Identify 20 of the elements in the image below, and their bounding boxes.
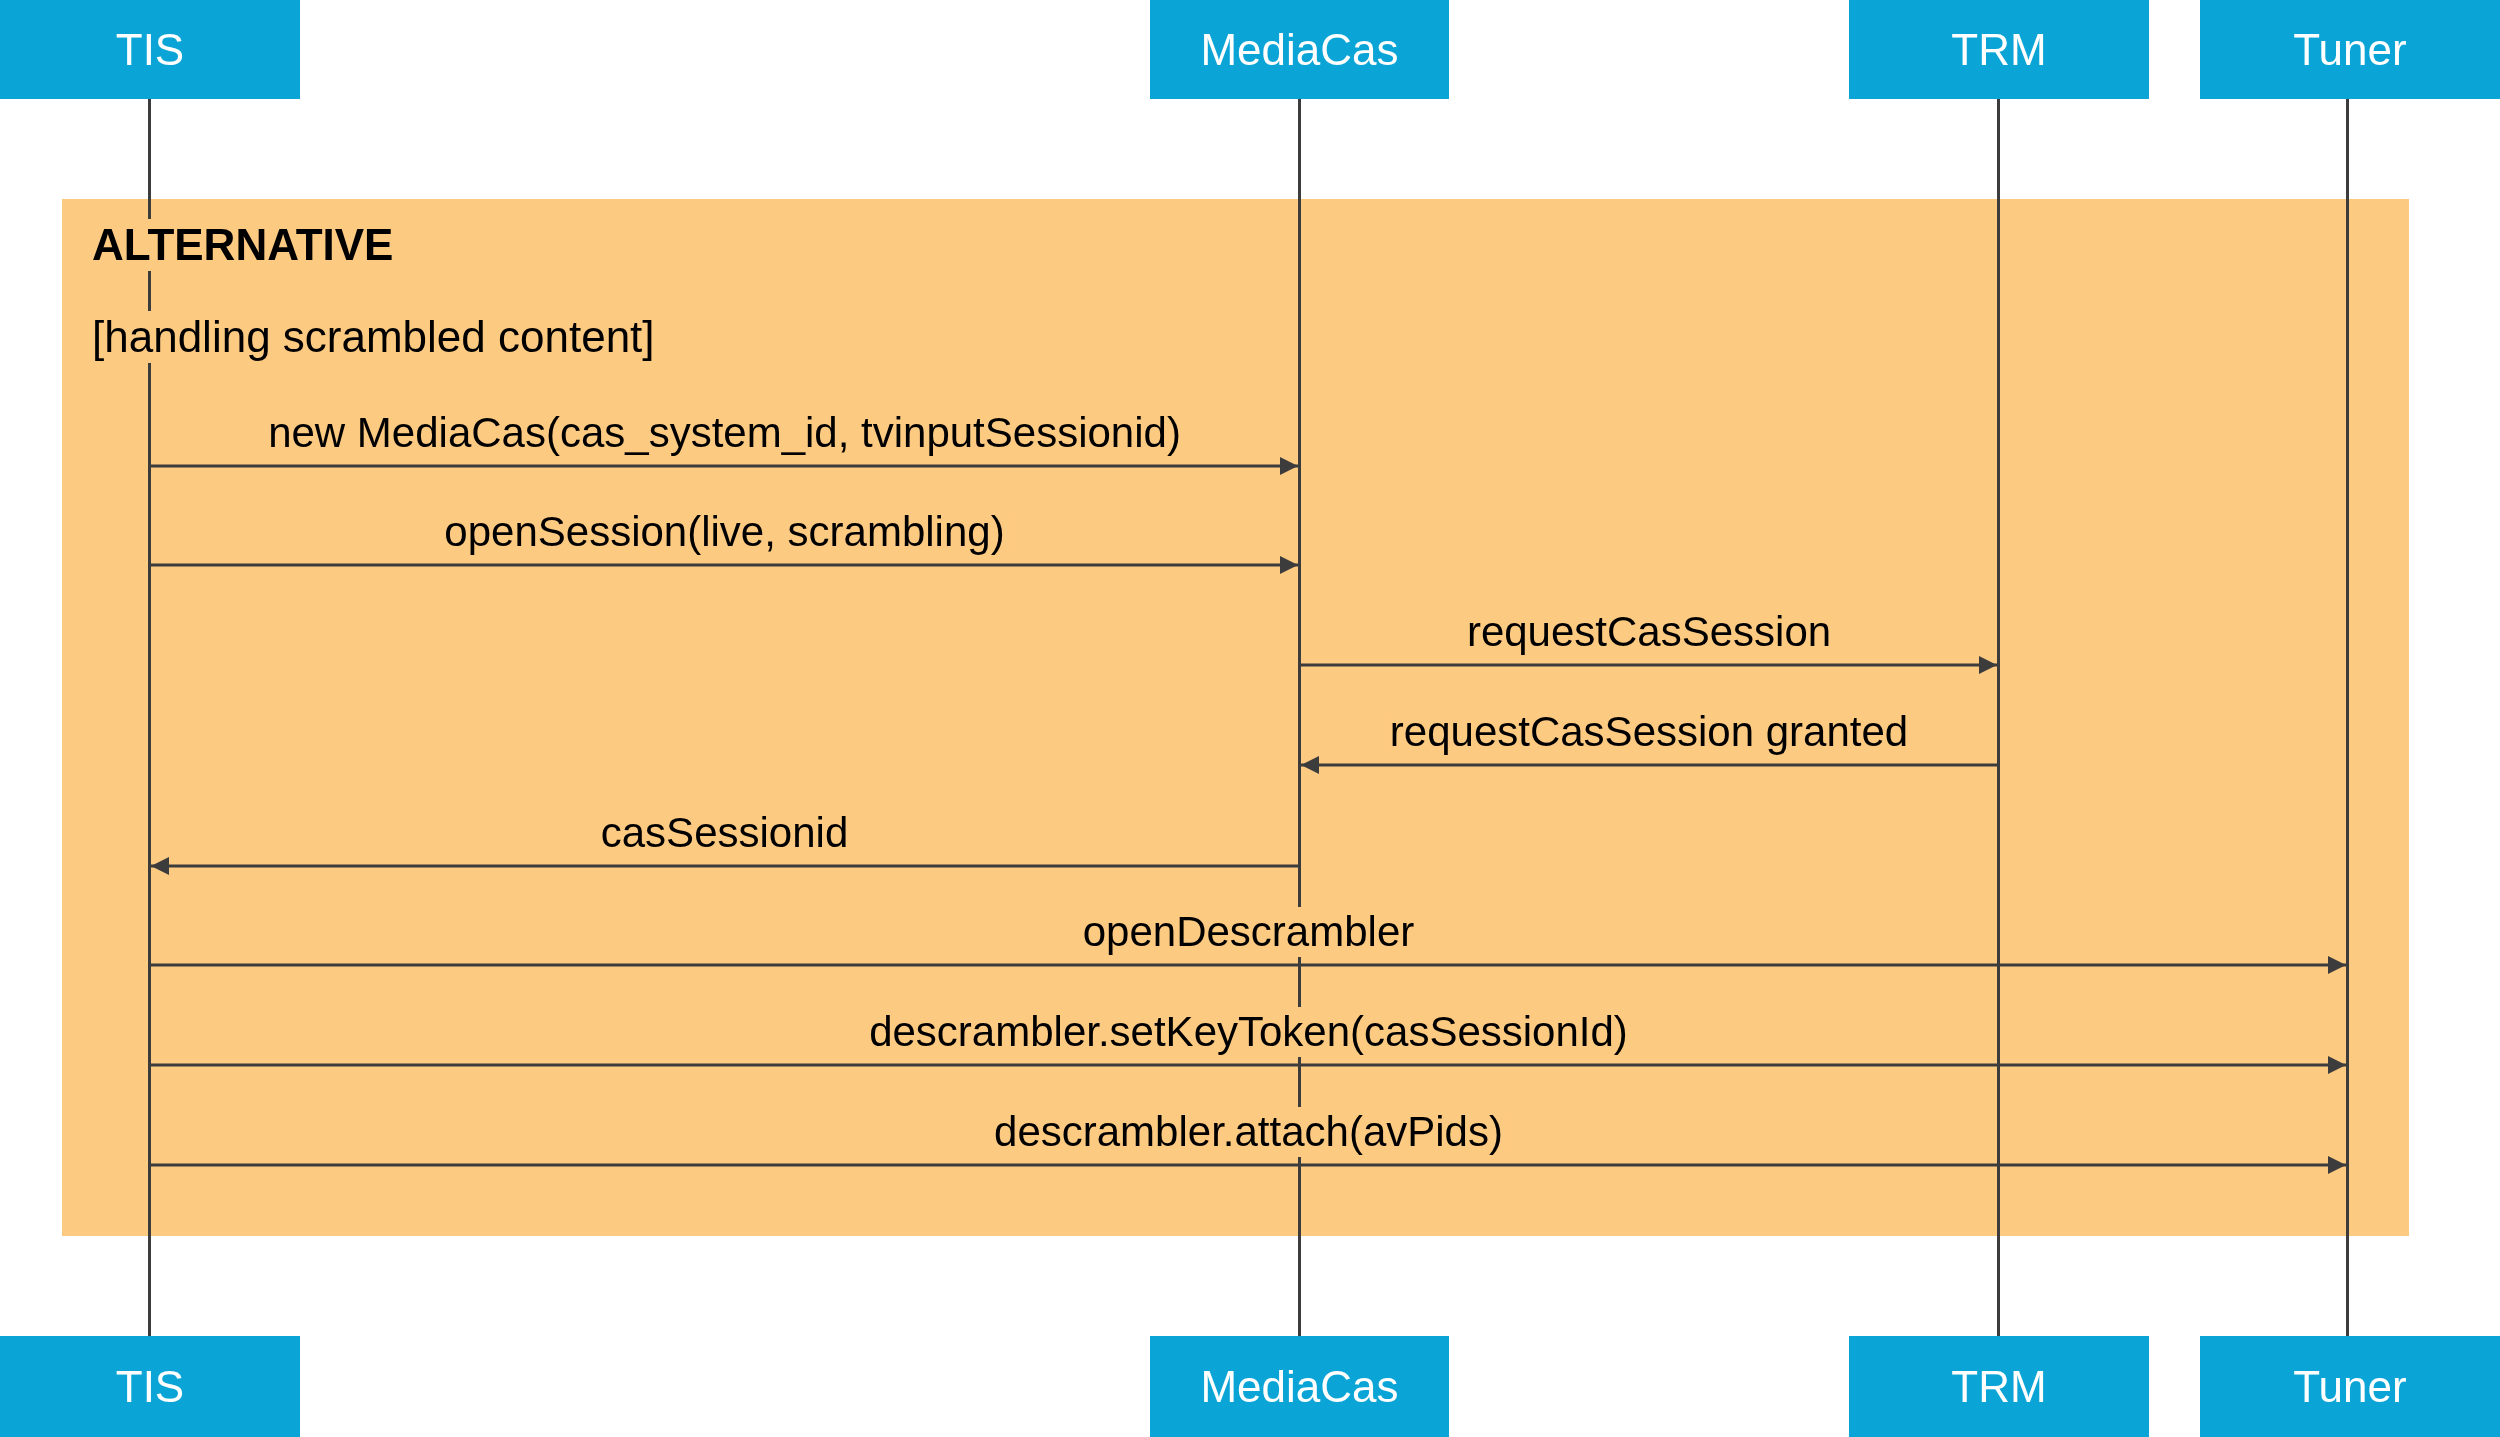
message-arrow	[151, 857, 1298, 875]
participant-box: Tuner	[2200, 0, 2500, 99]
participant-box: TIS	[0, 1336, 300, 1437]
lifeline	[1997, 99, 2000, 1336]
frame-keyword: ALTERNATIVE	[92, 219, 394, 271]
message-arrow	[151, 457, 1298, 475]
participant-box: TRM	[1849, 0, 2149, 99]
message-arrow	[1301, 656, 1997, 674]
message-arrow	[151, 556, 1298, 574]
participant-box: Tuner	[2200, 1336, 2500, 1437]
participant-box: MediaCas	[1150, 0, 1449, 99]
participant-box: MediaCas	[1150, 1336, 1449, 1437]
message-arrow	[1301, 756, 1997, 774]
participant-box: TIS	[0, 0, 300, 99]
participant-box: TRM	[1849, 1336, 2149, 1437]
message-arrow	[151, 956, 2346, 974]
frame-condition: [handling scrambled content]	[92, 311, 655, 363]
lifeline	[2346, 99, 2349, 1336]
message-arrow	[151, 1056, 2346, 1074]
message-arrow	[151, 1156, 2346, 1174]
